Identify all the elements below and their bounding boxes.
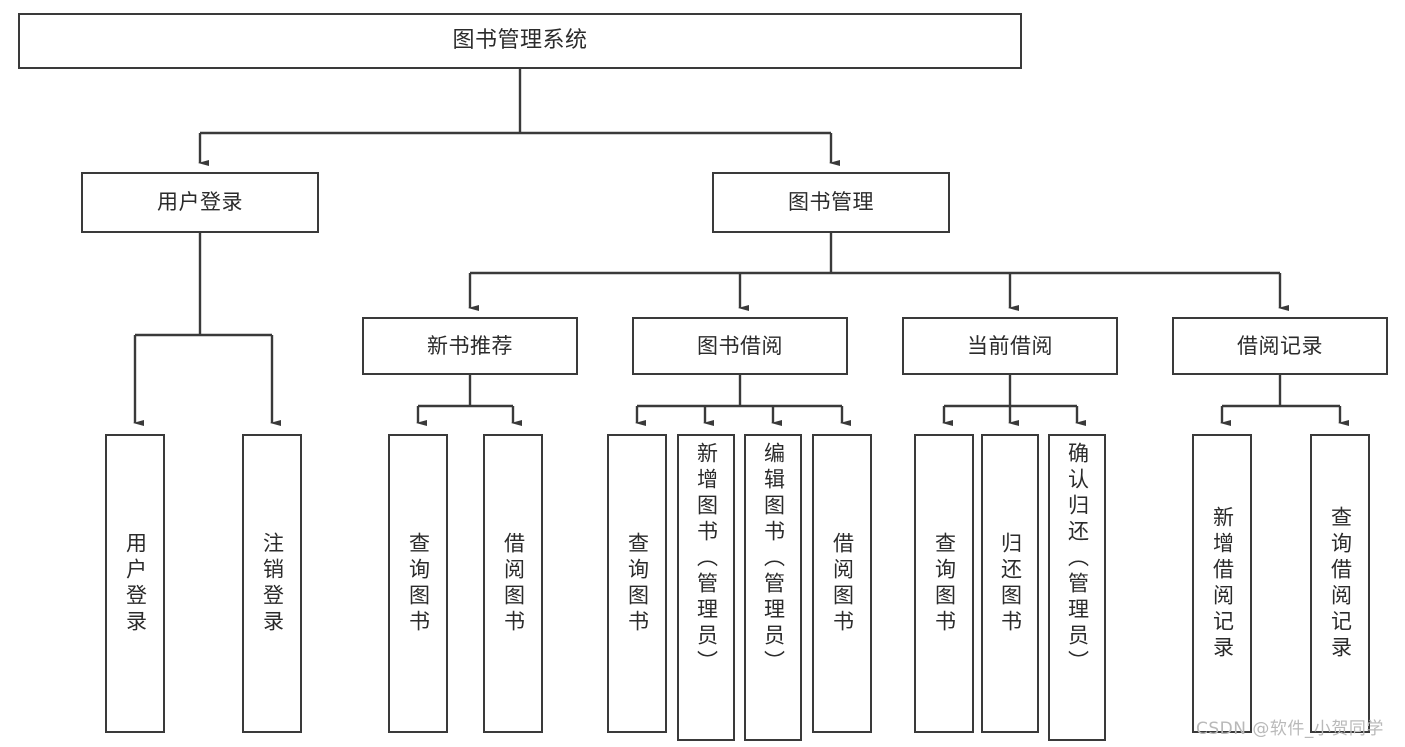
node-leaf-logout[interactable]: 注销登录 — [242, 434, 302, 733]
watermark: CSDN @软件_小贺同学 — [1196, 719, 1384, 739]
node-leaf-user-login[interactable]: 用户登录 — [105, 434, 165, 733]
node-book-borrow-label: 图书借阅 — [697, 333, 783, 358]
node-leaf-query-book-2-label: 查询图书 — [625, 531, 650, 636]
node-leaf-query-book-1-label: 查询图书 — [406, 531, 431, 636]
node-new-book-recommend-label: 新书推荐 — [427, 333, 513, 358]
node-book-management[interactable]: 图书管理 — [712, 172, 950, 233]
node-root[interactable]: 图书管理系统 — [18, 13, 1022, 69]
node-leaf-return-book-label: 归还图书 — [998, 531, 1023, 636]
node-leaf-borrow-book-1[interactable]: 借阅图书 — [483, 434, 543, 733]
node-leaf-add-book[interactable]: 新增图书（管理员） — [677, 434, 735, 741]
node-new-book-recommend[interactable]: 新书推荐 — [362, 317, 578, 375]
node-borrow-record-label: 借阅记录 — [1237, 333, 1323, 358]
node-leaf-add-record[interactable]: 新增借阅记录 — [1192, 434, 1252, 733]
node-leaf-logout-label: 注销登录 — [260, 531, 285, 636]
node-leaf-add-record-label: 新增借阅记录 — [1210, 505, 1235, 662]
node-leaf-user-login-label: 用户登录 — [123, 531, 148, 636]
node-leaf-return-book[interactable]: 归还图书 — [981, 434, 1039, 733]
node-leaf-query-book-1[interactable]: 查询图书 — [388, 434, 448, 733]
node-root-label: 图书管理系统 — [452, 28, 588, 54]
node-leaf-query-book-2[interactable]: 查询图书 — [607, 434, 667, 733]
node-book-borrow[interactable]: 图书借阅 — [632, 317, 848, 375]
node-leaf-confirm-return[interactable]: 确认归还（管理员） — [1048, 434, 1106, 741]
node-user-login-label: 用户登录 — [157, 190, 243, 215]
node-leaf-borrow-book-1-label: 借阅图书 — [501, 531, 526, 636]
node-user-login[interactable]: 用户登录 — [81, 172, 319, 233]
node-leaf-query-book-3[interactable]: 查询图书 — [914, 434, 974, 733]
node-leaf-edit-book[interactable]: 编辑图书（管理员） — [744, 434, 802, 741]
node-leaf-borrow-book-2-label: 借阅图书 — [830, 531, 855, 636]
node-leaf-confirm-return-label: 确认归还（管理员） — [1065, 442, 1090, 676]
node-book-management-label: 图书管理 — [788, 190, 874, 215]
node-current-borrow-label: 当前借阅 — [967, 333, 1053, 358]
node-borrow-record[interactable]: 借阅记录 — [1172, 317, 1388, 375]
node-current-borrow[interactable]: 当前借阅 — [902, 317, 1118, 375]
node-leaf-query-book-3-label: 查询图书 — [932, 531, 957, 636]
node-leaf-add-book-label: 新增图书（管理员） — [694, 442, 719, 676]
node-leaf-query-record-label: 查询借阅记录 — [1328, 505, 1353, 662]
node-leaf-edit-book-label: 编辑图书（管理员） — [761, 442, 786, 676]
node-leaf-query-record[interactable]: 查询借阅记录 — [1310, 434, 1370, 733]
node-leaf-borrow-book-2[interactable]: 借阅图书 — [812, 434, 872, 733]
